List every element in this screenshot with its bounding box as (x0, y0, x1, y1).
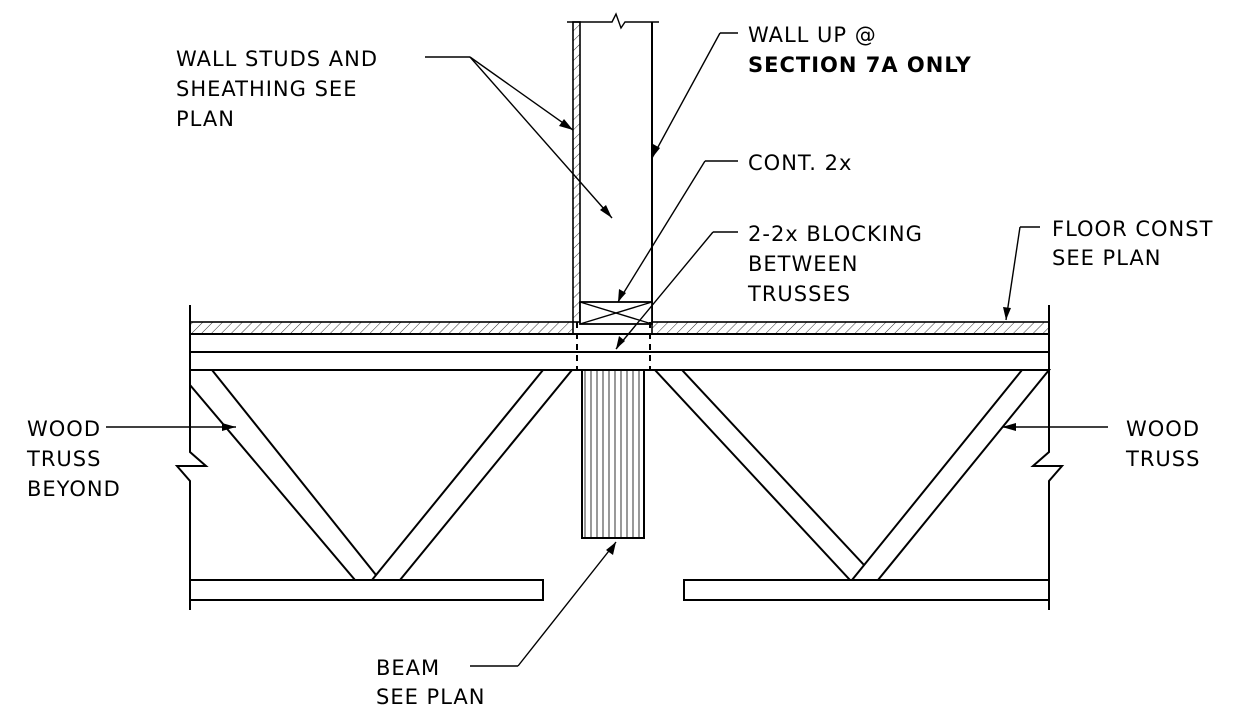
floor-sheathing-right (651, 321, 1050, 335)
label-wood-truss-beyond: WOOD TRUSS BEYOND (26, 417, 121, 501)
leaders (106, 32, 1108, 667)
wood-truss-beyond (174, 369, 575, 610)
wall-break-symbol (567, 12, 659, 30)
label-wall-studs: WALL STUDS AND SHEATHING SEE PLAN (176, 47, 386, 131)
label-wall-up: WALL UP @ SECTION 7A ONLY (748, 23, 972, 77)
wall-sheathing (572, 21, 581, 323)
label-cont-2x: CONT. 2x (748, 151, 852, 175)
label-beam: BEAM SEE PLAN (376, 656, 485, 709)
label-wood-truss: WOOD TRUSS (1125, 417, 1208, 471)
label-blocking: 2-2x BLOCKING BETWEEN TRUSSES (747, 222, 931, 306)
beam (581, 369, 645, 539)
label-floor-const: FLOOR CONST SEE PLAN (1052, 217, 1221, 270)
wall (567, 12, 659, 325)
wood-truss (652, 369, 1065, 610)
floor-sheathing-left (189, 321, 574, 335)
